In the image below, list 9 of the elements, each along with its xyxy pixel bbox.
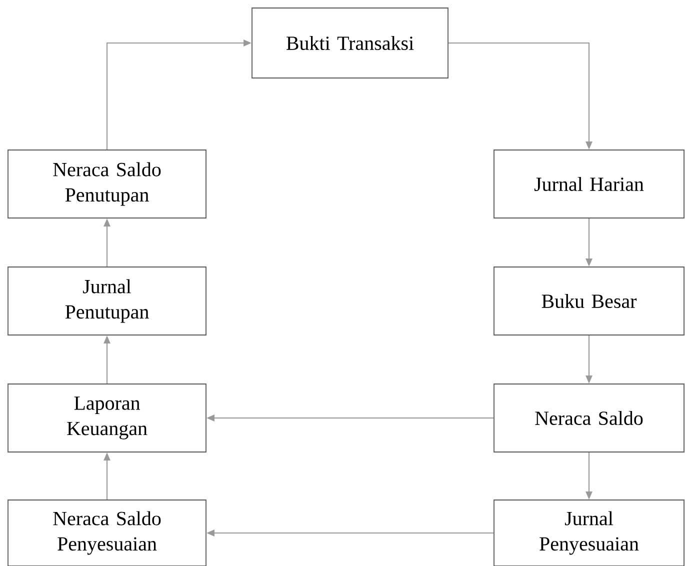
process-box: Buku Besar — [494, 266, 684, 336]
process-box: Bukti Transaksi — [252, 8, 448, 78]
process-box: Jurnal Penutupan — [8, 266, 206, 336]
process-box: Neraca Saldo Penyesuaian — [8, 500, 206, 566]
process-box: Jurnal Harian — [494, 150, 684, 218]
process-box: Jurnal Penyesuaian — [494, 500, 684, 566]
process-box: Neraca Saldo Penutupan — [8, 150, 206, 218]
process-box: Laporan Keuangan — [8, 384, 206, 452]
process-box: Neraca Saldo — [494, 384, 684, 452]
